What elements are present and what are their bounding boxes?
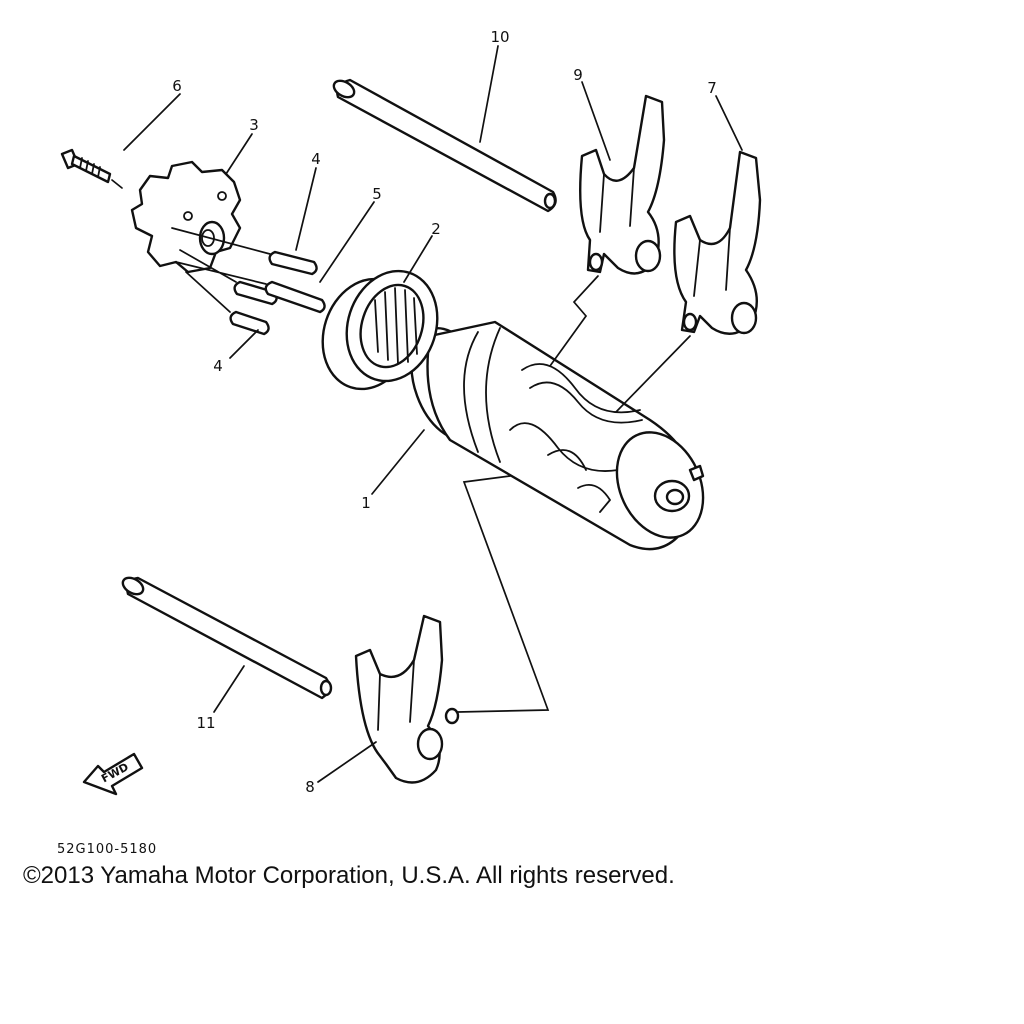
callout-3: 3	[249, 116, 259, 134]
pin-dashed-guides	[171, 227, 271, 313]
callout-4-lower: 4	[213, 357, 223, 375]
callout-9: 9	[573, 66, 583, 84]
screw	[60, 148, 123, 189]
callout-10: 10	[490, 28, 509, 46]
callout-11: 11	[196, 714, 215, 732]
fork-engagement-lines	[457, 275, 691, 713]
shift-cam-drum	[410, 320, 705, 551]
pin-4-upper	[268, 250, 318, 276]
pin-4-lower	[229, 310, 270, 336]
callout-5: 5	[372, 185, 382, 203]
shift-fork-shaft-lower	[121, 576, 333, 700]
callout-4-upper: 4	[311, 150, 321, 168]
callout-7: 7	[707, 79, 717, 97]
pin-5	[264, 280, 326, 314]
shift-drum-segment	[130, 160, 242, 274]
shift-fork-7	[673, 150, 762, 335]
copyright-notice: ©2013 Yamaha Motor Corporation, U.S.A. A…	[23, 862, 675, 889]
callout-2: 2	[431, 220, 441, 238]
callout-leaders	[123, 45, 743, 783]
bearing	[321, 269, 439, 391]
shift-fork-shaft-upper	[332, 78, 557, 213]
callout-8: 8	[305, 778, 315, 796]
shift-fork-9	[579, 94, 666, 275]
forward-direction-arrow: FWD	[82, 752, 144, 796]
callout-6: 6	[172, 77, 182, 95]
drawing-code: 52G100-5180	[57, 842, 158, 857]
callout-1: 1	[361, 494, 371, 512]
shift-fork-8	[354, 614, 460, 784]
